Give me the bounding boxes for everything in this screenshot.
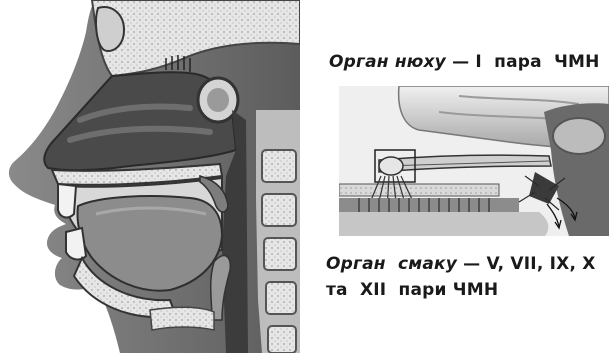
olfaction-dash: —	[452, 52, 469, 72]
taste-organ-name: Орган смаку	[326, 254, 457, 274]
head-sagittal-section	[0, 0, 300, 353]
olfaction-caption: Орган нюху — I пара ЧМН	[329, 52, 600, 72]
cervical-vertebrae	[256, 110, 300, 353]
lower-teeth	[66, 228, 86, 259]
olfactory-diagram	[339, 86, 609, 236]
taste-nerves-line2: та XII пари ЧМН	[326, 280, 498, 300]
upper-teeth	[58, 184, 76, 217]
olfaction-nerves: I пара ЧМН	[475, 52, 599, 72]
taste-dash: —	[463, 254, 480, 274]
taste-caption-line2: та XII пари ЧМН	[326, 280, 498, 300]
cribriform-band	[339, 184, 499, 196]
taste-caption-line1: Орган смаку — V, VII, IX, X	[326, 254, 596, 274]
taste-nerves-line1: V, VII, IX, X	[486, 254, 595, 274]
frontal-sinus	[96, 7, 124, 51]
nasal-floor	[339, 212, 548, 236]
optic-region	[553, 118, 605, 154]
olfactory-bulb	[379, 157, 403, 175]
olfaction-organ-name: Орган нюху	[329, 52, 446, 72]
hyoid-area	[150, 307, 214, 330]
